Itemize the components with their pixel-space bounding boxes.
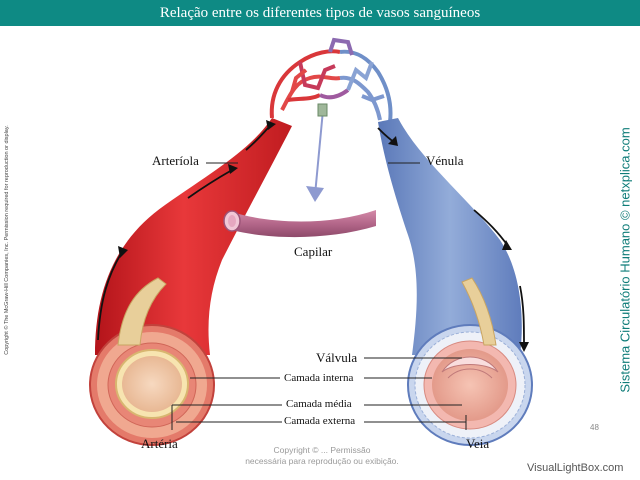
footer-copyright-line-1: Copyright © ... Permissão	[273, 445, 371, 455]
vein-body	[378, 118, 522, 355]
label-outer-layer: Camada externa	[284, 415, 356, 427]
artery-lumen	[122, 356, 182, 412]
flow-arrow-heads	[118, 120, 529, 352]
zoom-pointer	[314, 109, 324, 196]
side-copyright-text: Copyright © The McGraw-Hill Companies, I…	[4, 125, 10, 355]
footer-copyright: Copyright © ... Permissão necessária par…	[232, 445, 412, 467]
leader-lines	[171, 162, 467, 430]
title-bar: Relação entre os diferentes tipos de vas…	[0, 0, 640, 26]
vein-valve	[441, 356, 499, 373]
footer-copyright-line-2: necessária para reprodução ou exibição.	[245, 456, 399, 466]
side-brand: Sistema Circulatório Humano © netxplica.…	[614, 127, 636, 393]
zoom-pointer-head	[306, 186, 324, 202]
capillary-tube	[223, 210, 376, 238]
watermark[interactable]: VisualLightBox.com	[527, 462, 624, 474]
label-venule: Vénula	[426, 153, 464, 168]
page-title: Relação entre os diferentes tipos de vas…	[159, 4, 481, 21]
label-capillary: Capilar	[294, 244, 333, 259]
label-artery: Artéria	[141, 436, 178, 451]
label-vein: Veia	[466, 436, 490, 451]
zoom-source-marker	[317, 103, 328, 117]
capillary-network	[269, 37, 393, 123]
label-inner-layer: Camada interna	[284, 372, 354, 384]
page-number: 48	[590, 423, 599, 432]
label-valve: Válvula	[316, 350, 358, 365]
side-brand-text: Sistema Circulatório Humano © netxplica.…	[617, 127, 633, 393]
side-copyright: Copyright © The McGraw-Hill Companies, I…	[2, 105, 12, 375]
label-arteriole: Arteríola	[152, 153, 199, 168]
vein-valve-flap-2	[447, 368, 493, 379]
label-middle-layer: Camada média	[286, 398, 352, 410]
vein-cutaway	[461, 277, 497, 346]
artery-cutaway	[117, 277, 167, 346]
